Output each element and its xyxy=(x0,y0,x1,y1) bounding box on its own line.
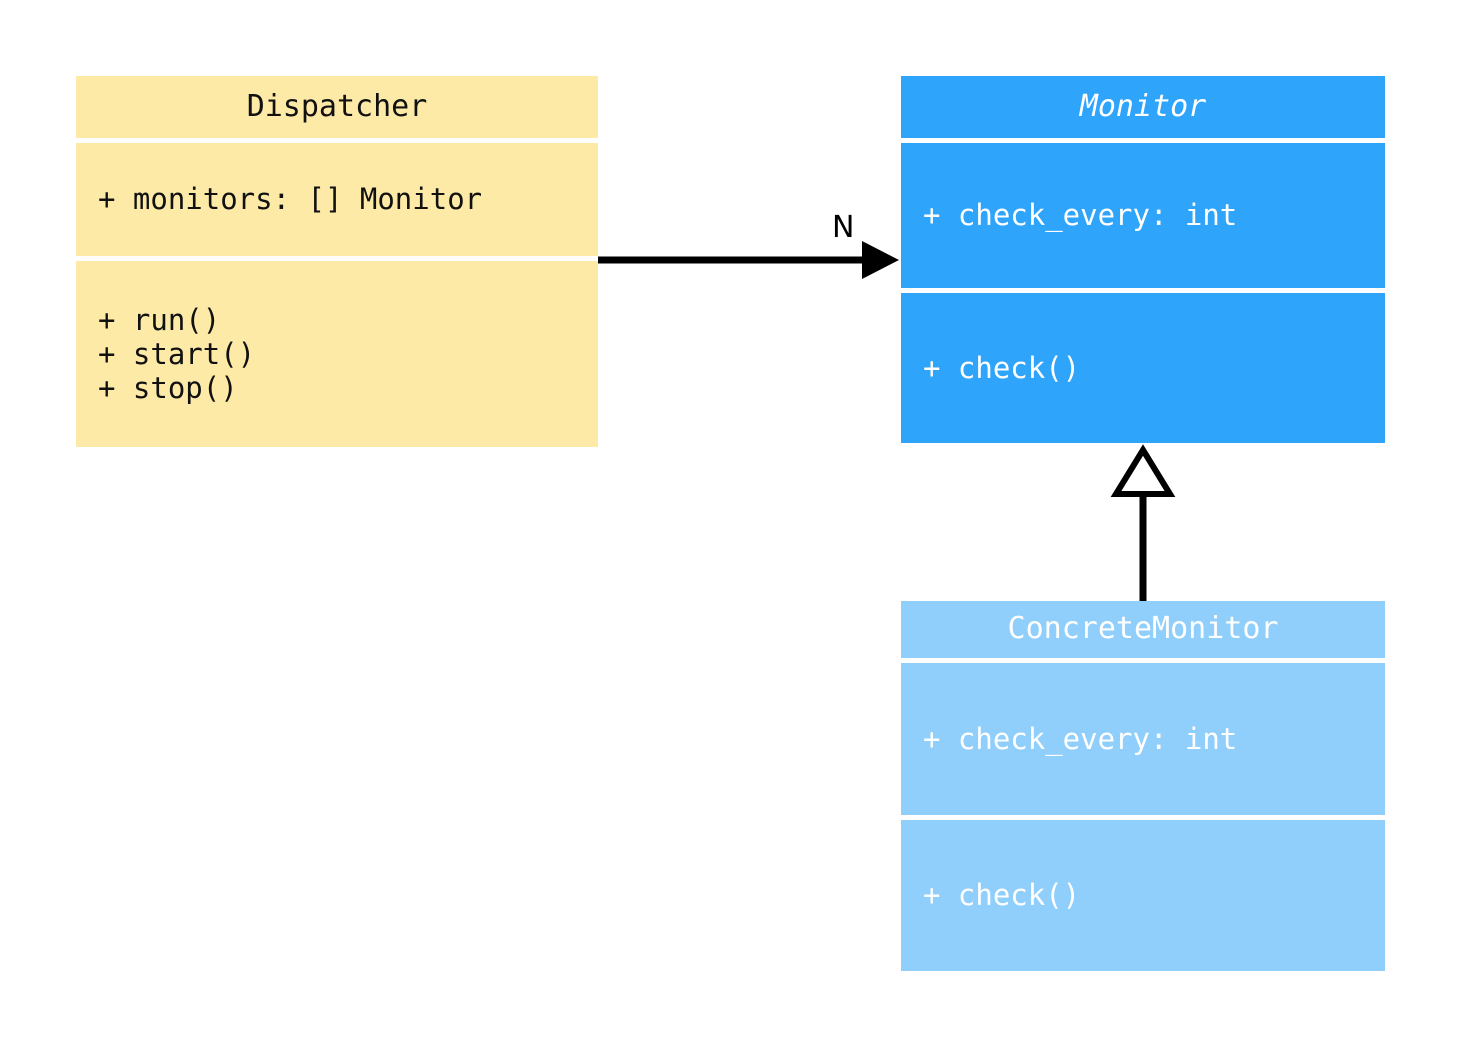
uml-class-concretemonitor[interactable]: ConcreteMonitor + check_every: int + che… xyxy=(901,601,1385,971)
uml-class-monitor[interactable]: Monitor + check_every: int + check() xyxy=(901,76,1385,443)
concretemonitor-class-name: ConcreteMonitor xyxy=(1007,611,1279,647)
monitor-methods-list: + check() xyxy=(901,351,1385,385)
concretemonitor-method: + check() xyxy=(923,878,1081,913)
association-dispatcher-to-monitor xyxy=(598,241,899,279)
concretemonitor-attributes-list: + check_every: int xyxy=(901,722,1385,756)
monitor-methods-compartment: + check() xyxy=(901,293,1385,443)
dispatcher-method: + stop() xyxy=(98,371,238,406)
dispatcher-method: + run() xyxy=(98,302,221,337)
concretemonitor-methods-compartment: + check() xyxy=(901,820,1385,971)
dispatcher-methods-compartment: + run() + start() + stop() xyxy=(76,261,598,447)
dispatcher-attribute: + monitors: [] Monitor xyxy=(98,182,483,217)
monitor-class-name: Monitor xyxy=(1079,88,1207,124)
monitor-attributes-list: + check_every: int xyxy=(901,198,1385,232)
concretemonitor-attributes-compartment: + check_every: int xyxy=(901,663,1385,815)
concretemonitor-methods-list: + check() xyxy=(901,878,1385,912)
monitor-title-compartment: Monitor xyxy=(901,76,1385,138)
dispatcher-methods-list: + run() + start() + stop() xyxy=(76,303,598,406)
generalization-concretemonitor-to-monitor xyxy=(1110,444,1176,601)
association-multiplicity-label: N xyxy=(832,210,855,245)
monitor-attribute: + check_every: int xyxy=(923,198,1238,233)
concretemonitor-attribute: + check_every: int xyxy=(923,721,1238,756)
dispatcher-title-compartment: Dispatcher xyxy=(76,76,598,138)
dispatcher-attributes-list: + monitors: [] Monitor xyxy=(76,182,598,216)
association-arrowhead-icon xyxy=(862,241,899,279)
concretemonitor-title-compartment: ConcreteMonitor xyxy=(901,601,1385,658)
dispatcher-method: + start() xyxy=(98,336,256,371)
uml-class-dispatcher[interactable]: Dispatcher + monitors: [] Monitor + run(… xyxy=(76,76,598,447)
monitor-method: + check() xyxy=(923,350,1081,385)
monitor-attributes-compartment: + check_every: int xyxy=(901,143,1385,288)
dispatcher-class-name: Dispatcher xyxy=(246,88,428,124)
dispatcher-attributes-compartment: + monitors: [] Monitor xyxy=(76,143,598,256)
generalization-triangle-icon xyxy=(1110,444,1176,497)
